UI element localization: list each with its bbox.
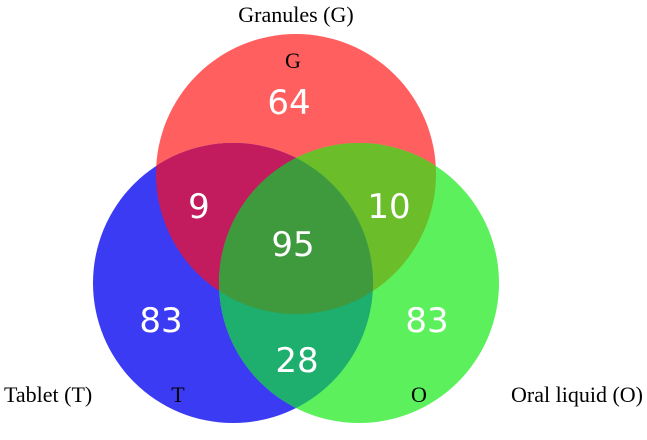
granules-oral-count: 10: [367, 187, 410, 227]
all-three-count: 95: [271, 225, 314, 265]
tablet-oral-count: 28: [275, 341, 318, 381]
granules-letter: G: [285, 48, 301, 73]
granules-only-count: 64: [267, 83, 310, 123]
granules-title: Granules (G): [238, 2, 353, 27]
tablet-letter: T: [171, 382, 185, 407]
tablet-title: Tablet (T): [4, 382, 92, 407]
tablet-only-count: 83: [139, 301, 182, 341]
granules-tablet-count: 9: [188, 187, 210, 227]
oral-only-count: 83: [405, 301, 448, 341]
granules-tablet-oral-overlap: [219, 143, 373, 314]
oral-liquid-title: Oral liquid (O): [511, 382, 643, 407]
oral-liquid-letter: O: [411, 382, 427, 407]
